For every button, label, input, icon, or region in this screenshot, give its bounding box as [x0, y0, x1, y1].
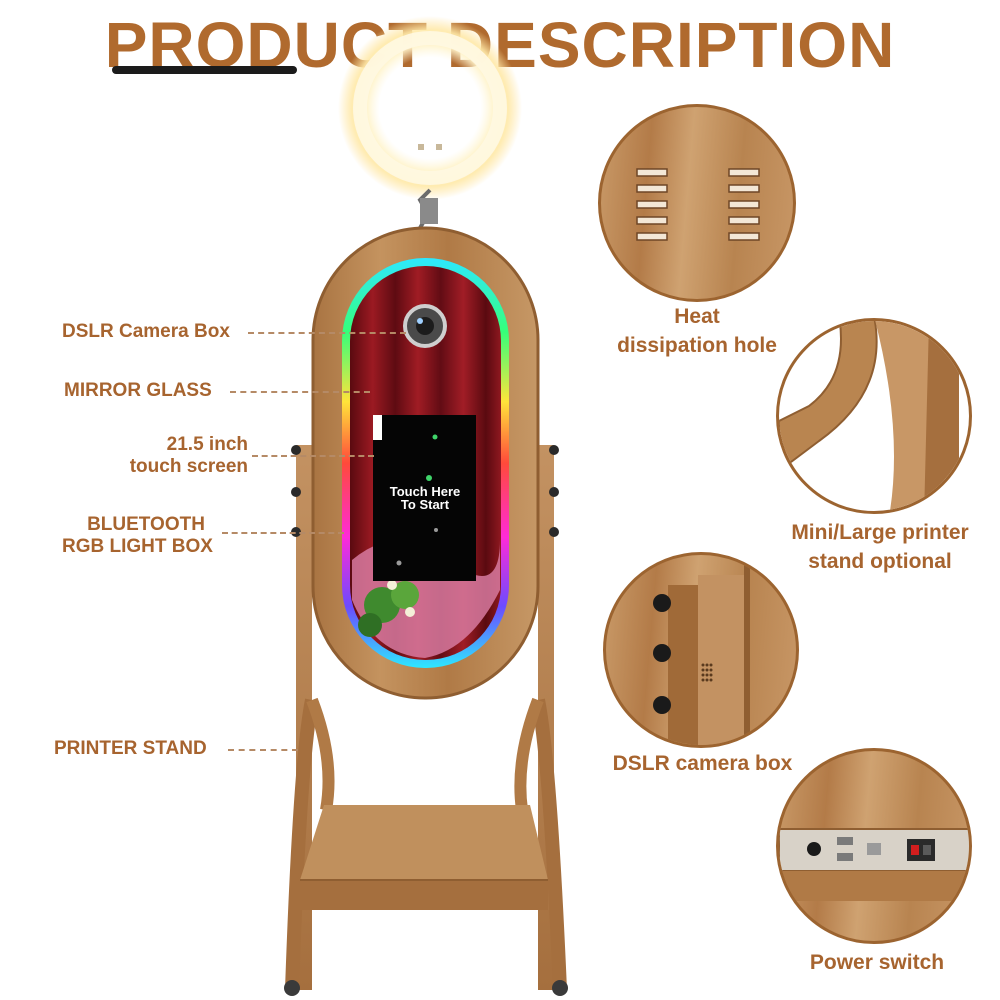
- detail-heat-dissipation-image: [598, 104, 796, 302]
- label-power-switch: Power switch: [809, 951, 945, 974]
- label-light-box-line2: RGB LIGHT BOX: [62, 536, 213, 557]
- label-printer-line1: Mini/Large printer: [791, 521, 969, 544]
- title-underline: [112, 66, 297, 74]
- label-touch-screen-line2: touch screen: [129, 456, 248, 477]
- screen-text-line1[interactable]: Touch Here: [390, 484, 461, 499]
- leader-line: [222, 532, 344, 534]
- leader-line: [228, 749, 298, 751]
- detail-printer-stand-image: [776, 318, 972, 514]
- label-touch-screen-line1: 21.5 inch: [166, 434, 248, 455]
- label-dslr-camera-box-detail: DSLR camera box: [612, 752, 793, 775]
- leader-line: [230, 391, 370, 393]
- label-mirror-glass: MIRROR GLASS: [64, 380, 212, 401]
- screen-text-line2[interactable]: To Start: [401, 497, 450, 512]
- label-printer-line2: stand optional: [808, 550, 952, 573]
- detail-camera-box-image: [603, 552, 799, 748]
- leader-line: [248, 332, 406, 334]
- label-light-box-line1: BLUETOOTH: [87, 514, 205, 535]
- label-heat-line1: Heat: [674, 305, 720, 328]
- detail-power-switch-image: [776, 748, 972, 944]
- label-dslr-camera-box: DSLR Camera Box: [62, 321, 230, 342]
- touch-screen[interactable]: [373, 415, 476, 581]
- label-printer-stand: PRINTER STAND: [54, 738, 207, 759]
- label-heat-line2: dissipation hole: [617, 334, 777, 357]
- printer-shelf: [300, 805, 548, 880]
- leader-line: [252, 455, 374, 457]
